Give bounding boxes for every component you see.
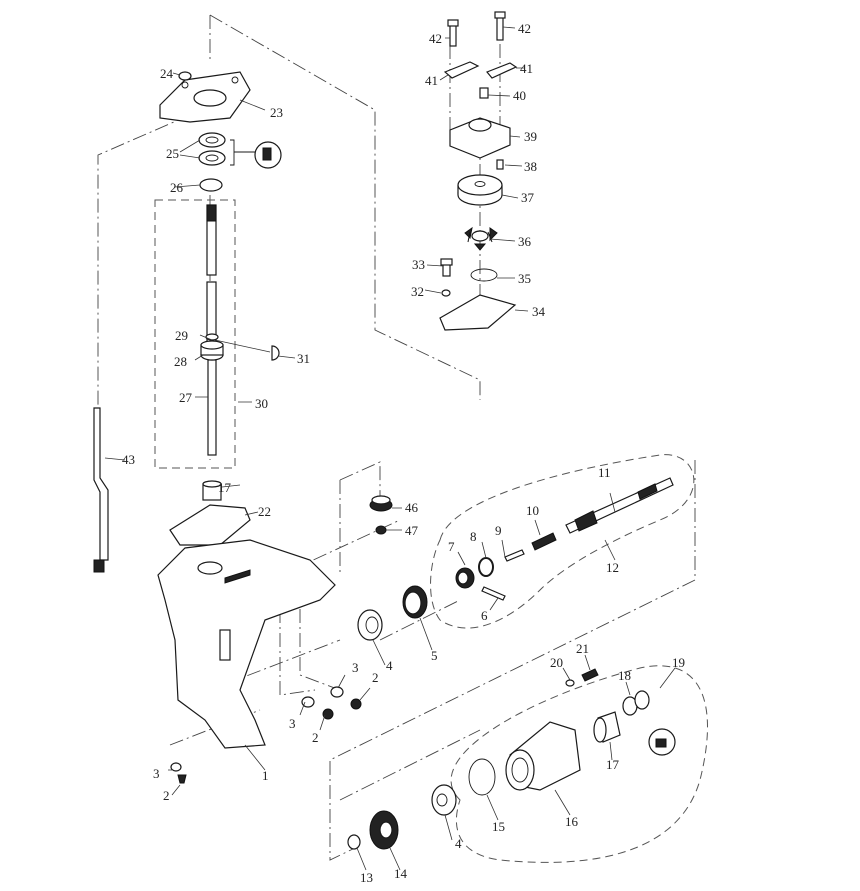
callout-2: 2 [312,730,319,745]
part-42-bolts[interactable] [447,11,506,47]
part-40-grommet[interactable] [479,87,489,99]
part-25-oil-seals[interactable] [198,132,282,169]
part-33-bolt[interactable] [440,258,453,277]
part-20-washer[interactable] [565,679,575,687]
part-28-collar[interactable] [200,340,224,361]
callout-37: 37 [521,190,535,205]
callout-42: 42 [518,21,531,36]
part-13-shim[interactable] [347,834,361,850]
callout-27: 27 [179,390,193,405]
callout-42: 42 [429,31,442,46]
part-38-dowel[interactable] [496,159,504,170]
callout-20: 20 [550,655,563,670]
callout-3: 3 [352,660,359,675]
callout-36: 36 [518,234,532,249]
part-16-bearing-housing[interactable] [505,721,581,791]
callout-24: 24 [160,66,174,81]
callout-17: 17 [606,757,620,772]
callout-2: 2 [372,670,379,685]
part-47-nut[interactable] [375,525,387,535]
part-4-bearing-rear[interactable] [431,784,457,816]
part-24-o-ring[interactable] [178,71,192,81]
callout-12: 12 [606,560,619,575]
part-43-shift-rod[interactable] [93,407,109,573]
part-21-bolt[interactable] [581,668,599,682]
leader-lines [104,26,676,871]
callout-1: 1 [262,768,269,783]
part-46-pinion[interactable] [369,495,393,512]
part-8-ring[interactable] [478,557,494,577]
callout-17: 17 [218,480,232,495]
callout-33: 33 [412,257,425,272]
part-29-pin[interactable] [205,333,219,341]
callout-10: 10 [526,503,539,518]
callout-40: 40 [513,88,526,103]
callout-29: 29 [175,328,188,343]
part-22-gasket[interactable] [169,504,251,546]
callout-15: 15 [492,819,505,834]
callout-4: 4 [455,836,462,851]
part-11-propeller-shaft[interactable] [565,477,674,534]
part-17-needle-bearing[interactable] [593,711,621,743]
callout-4: 4 [386,658,393,673]
part-35-o-ring[interactable] [470,268,498,282]
callout-41: 41 [425,73,438,88]
callout-7: 7 [448,539,455,554]
callout-18: 18 [618,668,631,683]
part-27-drive-shaft[interactable] [206,204,217,456]
part-31-woodruff-key[interactable] [271,345,280,361]
part-39-pump-housing[interactable] [449,117,511,159]
callout-19: 19 [672,655,685,670]
callout-35: 35 [518,271,531,286]
callout-38: 38 [524,159,537,174]
group-boundaries [154,199,708,863]
part-26-washer[interactable] [199,178,223,192]
callout-22: 22 [258,504,271,519]
part-32-washer[interactable] [441,289,451,297]
part-34-plate[interactable] [439,294,517,331]
callout-labels: 1 2 2 2 3 3 3 4 4 5 6 7 8 9 10 11 12 13 … [122,21,685,885]
part-23-pump-housing[interactable] [159,71,251,123]
callout-25: 25 [166,146,179,161]
part-17-bushing[interactable] [202,480,222,501]
callout-11: 11 [598,465,611,480]
callout-13: 13 [360,870,373,885]
part-4-bearing[interactable] [357,609,383,641]
part-6-pin[interactable] [481,586,506,601]
callout-34: 34 [532,304,546,319]
callout-46: 46 [405,500,419,515]
part-15-o-ring[interactable] [468,758,496,796]
callout-23: 23 [270,105,283,120]
callout-3: 3 [153,766,160,781]
callout-9: 9 [495,523,502,538]
drain-plugs[interactable] [170,686,362,784]
callout-21: 21 [576,641,589,656]
part-10-spring[interactable] [531,532,557,551]
part-7-clutch[interactable] [455,567,475,589]
part-41-plates[interactable] [443,61,518,79]
callout-39: 39 [524,129,537,144]
callout-32: 32 [411,284,424,299]
callout-47: 47 [405,523,419,538]
part-14-reverse-gear[interactable] [369,810,399,850]
callout-6: 6 [481,608,488,623]
callout-16: 16 [565,814,579,829]
part-37-insert[interactable] [457,174,503,206]
callout-43: 43 [122,452,135,467]
part-9-pin[interactable] [504,549,525,562]
callout-8: 8 [470,529,477,544]
part-5-forward-gear[interactable] [402,585,428,619]
callout-3: 3 [289,716,296,731]
part-18-seals[interactable] [622,690,676,756]
callout-2: 2 [163,788,170,803]
callout-28: 28 [174,354,187,369]
callout-41: 41 [520,61,533,76]
callout-5: 5 [431,648,438,663]
callout-31: 31 [297,351,310,366]
callout-14: 14 [394,866,408,881]
callout-26: 26 [170,180,184,195]
callout-30: 30 [255,396,268,411]
part-1-gear-case[interactable] [157,539,336,749]
